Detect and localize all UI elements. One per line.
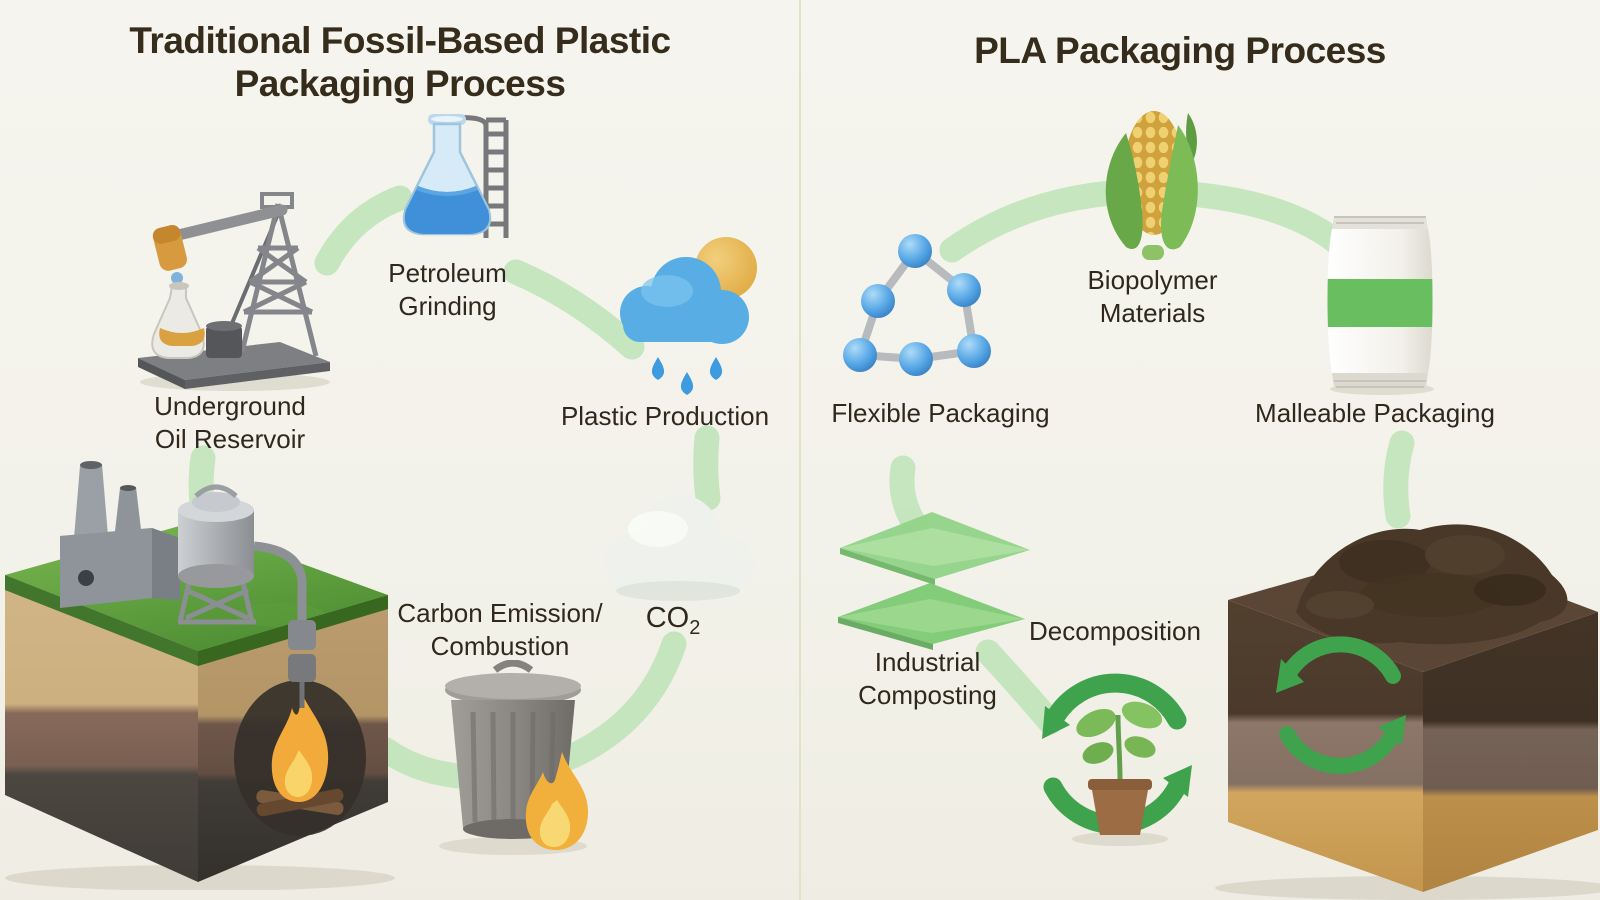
oil-pump-jack-icon [130, 190, 335, 400]
label-petroleum-grinding: Petroleum Grinding [388, 258, 507, 322]
fossil-soil-cube-icon [5, 461, 395, 891]
factory-icon [60, 461, 180, 608]
rain-cloud-sun-icon [595, 225, 767, 402]
compost-mound-icon [1296, 524, 1568, 645]
label-plastic-production: Plastic Production [560, 401, 770, 431]
boiler-tank-icon [177, 484, 256, 625]
compost-soil-cube-scene [1180, 500, 1600, 900]
left-panel-title: Traditional Fossil-Based Plastic Packagi… [129, 20, 671, 104]
trash-can-fire-icon [425, 659, 605, 863]
fossil-soil-cube-scene [0, 450, 395, 895]
label-flexible-packaging: Flexible Packaging [831, 398, 1050, 428]
co2-main: CO [645, 602, 690, 634]
right-panel-title: PLA Packaging Process [974, 30, 1386, 71]
drill-pipe-icon [253, 541, 316, 708]
label-decomposition: Decomposition [1029, 616, 1201, 646]
label-industrial-composting: Industrial Composting [858, 647, 997, 711]
corn-icon [1092, 95, 1210, 270]
compost-sheets-icon [835, 504, 1035, 659]
panel-divider [799, 0, 801, 900]
label-malleable-packaging: Malleable Packaging [1255, 398, 1495, 428]
soil-recycle-arrows-icon [1276, 636, 1406, 774]
label-biopolymer-materials: Biopolymer Materials [1087, 265, 1218, 329]
label-carbon-emission-combustion: Carbon Emission/ Combustion [397, 598, 603, 662]
label-co2: CO2 [618, 600, 728, 641]
co2-cloud-icon [583, 487, 768, 610]
co2-sub: 2 [689, 616, 701, 639]
label-underground-oil-reservoir: Underground Oil Reservoir [154, 391, 306, 455]
compost-soil-cube-icon [1215, 524, 1600, 900]
molecule-icon [843, 231, 993, 382]
petroleum-flask-icon [394, 112, 519, 257]
packet-icon [1322, 215, 1442, 400]
recycle-plant-icon [1026, 657, 1204, 854]
